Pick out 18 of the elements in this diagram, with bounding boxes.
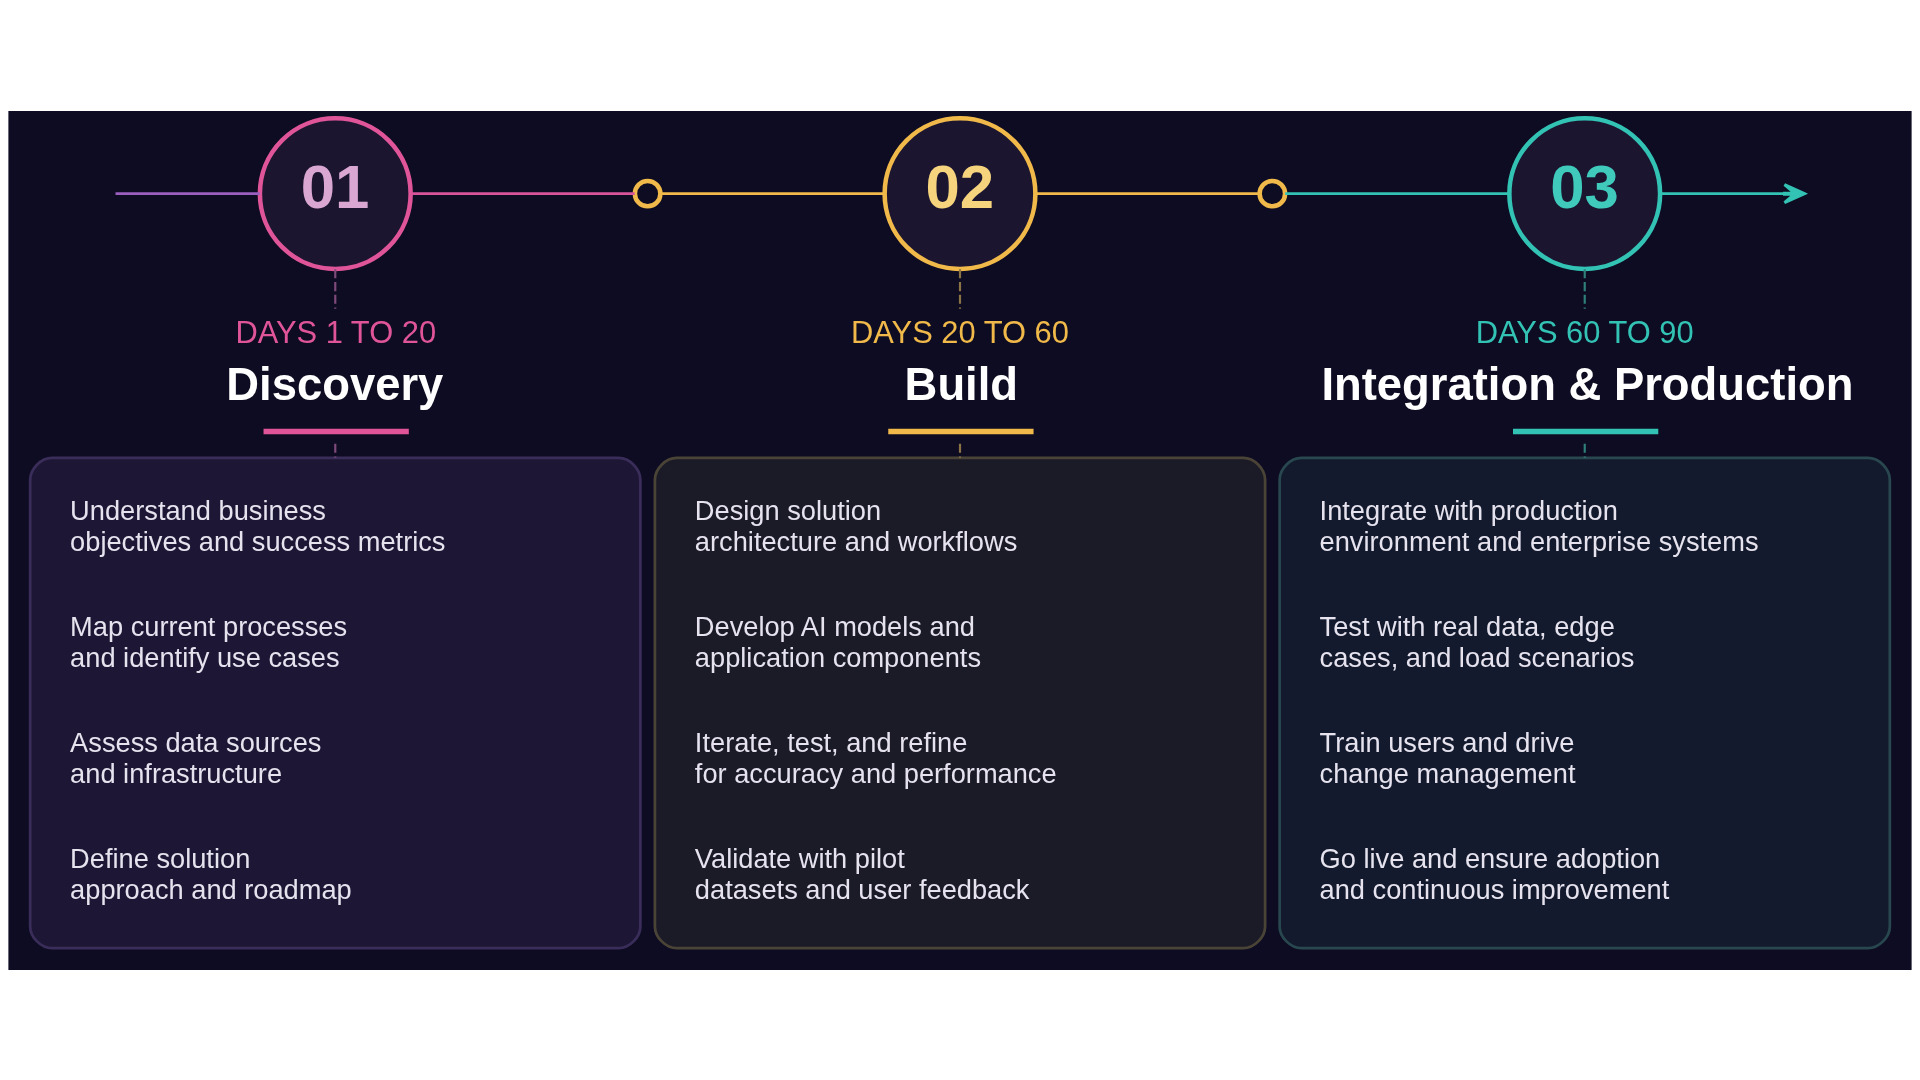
node-text: Define solution approach and roadmap: [70, 842, 352, 905]
node-text: Understand business objectives and success metrics: [70, 494, 446, 556]
node-text: Go live and ensure adoption and continuous improvement: [1319, 842, 1670, 905]
node-label: Discovery: [226, 358, 444, 410]
node-text: Map current processes and identify use cases: [70, 610, 348, 673]
node-text: Train users and drive change management: [1319, 726, 1576, 789]
node-text: Develop AI models and application components: [694, 610, 982, 673]
node-text: Assess data sources and infrastructure: [70, 726, 322, 789]
node-text: Test with real data, edge cases, and load scenarios: [1319, 610, 1635, 673]
node-text: Design solution architecture and workflows: [694, 494, 1018, 556]
node-label: DAYS 60 TO 90: [1475, 314, 1694, 350]
node-text: Iterate, test, and refine for accuracy and performance: [694, 726, 1057, 789]
node-text: Integrate with production environment and enterprise systems: [1319, 494, 1759, 556]
node-label: Integration & Production: [1321, 358, 1854, 410]
node-text: Validate with pilot datasets and user feedback: [694, 842, 1030, 905]
node-label: DAYS 1 TO 20: [235, 314, 437, 350]
node-label: Build: [904, 358, 1019, 410]
node-label: DAYS 20 TO 60: [851, 314, 1069, 350]
